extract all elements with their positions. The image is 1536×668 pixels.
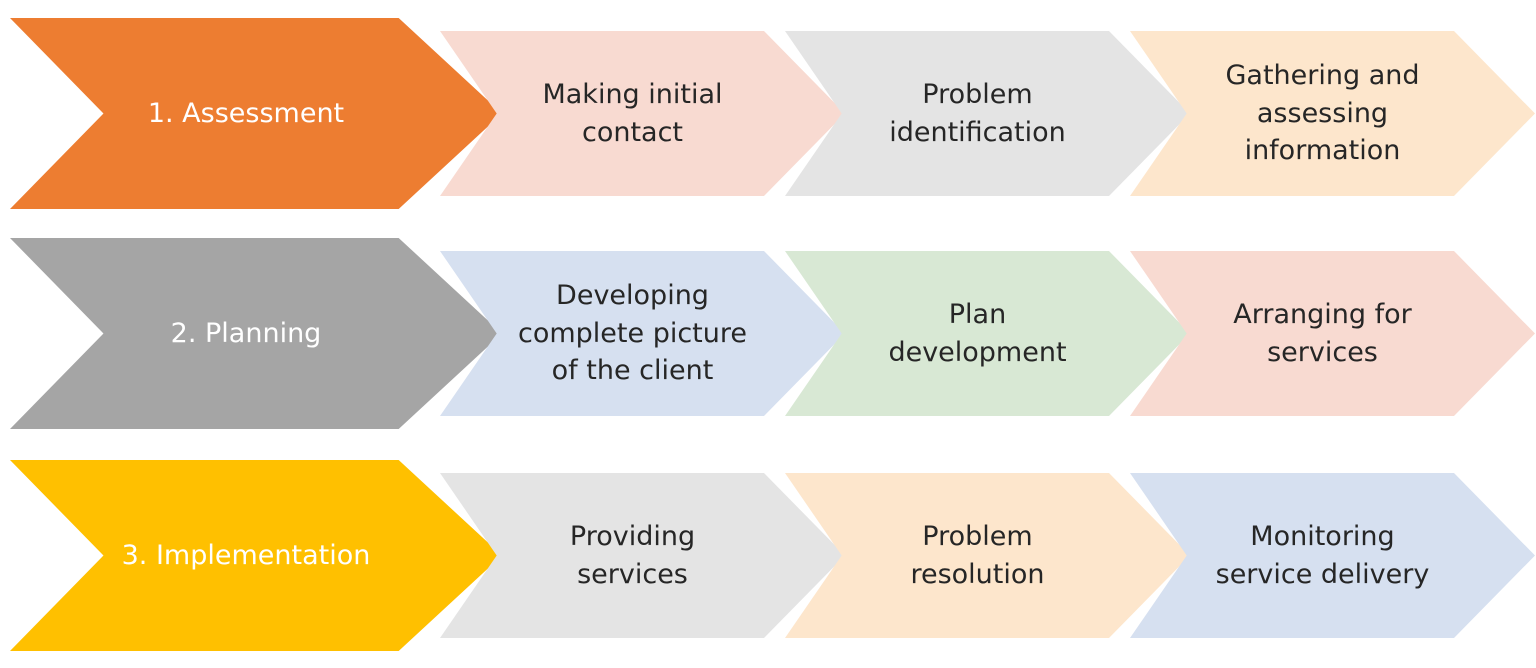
step-label: Gathering and assessing information	[1225, 59, 1420, 167]
phase-chevron-implementation: 3. Implementation	[10, 460, 502, 651]
step-chevron-gathering-information: Gathering and assessing information	[1130, 31, 1535, 196]
phase-label: 1. Assessment	[147, 98, 345, 129]
step-chevron-arranging-services: Arranging for services	[1130, 251, 1535, 416]
step-label: Problem identification	[889, 78, 1066, 148]
step-label: Plan development	[888, 298, 1067, 368]
step-label: Problem resolution	[910, 520, 1045, 590]
step-chevron-complete-picture: Developing complete picture of the clien…	[440, 251, 845, 416]
phase-label: 3. Implementation	[121, 540, 371, 571]
step-label: Monitoring service delivery	[1215, 520, 1430, 590]
row-assessment: 1. Assessment Making initial contact Pro…	[0, 18, 1536, 209]
row-implementation: 3. Implementation Providing services Pro…	[0, 460, 1536, 651]
step-chevron-providing-services: Providing services	[440, 473, 845, 638]
step-label: Providing services	[569, 520, 696, 590]
step-chevron-plan-development: Plan development	[785, 251, 1190, 416]
step-label: Developing complete picture of the clien…	[518, 279, 747, 387]
phase-chevron-assessment: 1. Assessment	[10, 18, 502, 209]
row-planning: 2. Planning Developing complete picture …	[0, 238, 1536, 429]
phase-label: 2. Planning	[170, 318, 322, 349]
step-label: Arranging for services	[1233, 298, 1412, 368]
step-chevron-initial-contact: Making initial contact	[440, 31, 845, 196]
step-chevron-monitoring-delivery: Monitoring service delivery	[1130, 473, 1535, 638]
step-chevron-problem-identification: Problem identification	[785, 31, 1190, 196]
phase-chevron-planning: 2. Planning	[10, 238, 502, 429]
step-chevron-problem-resolution: Problem resolution	[785, 473, 1190, 638]
step-label: Making initial contact	[542, 78, 723, 148]
